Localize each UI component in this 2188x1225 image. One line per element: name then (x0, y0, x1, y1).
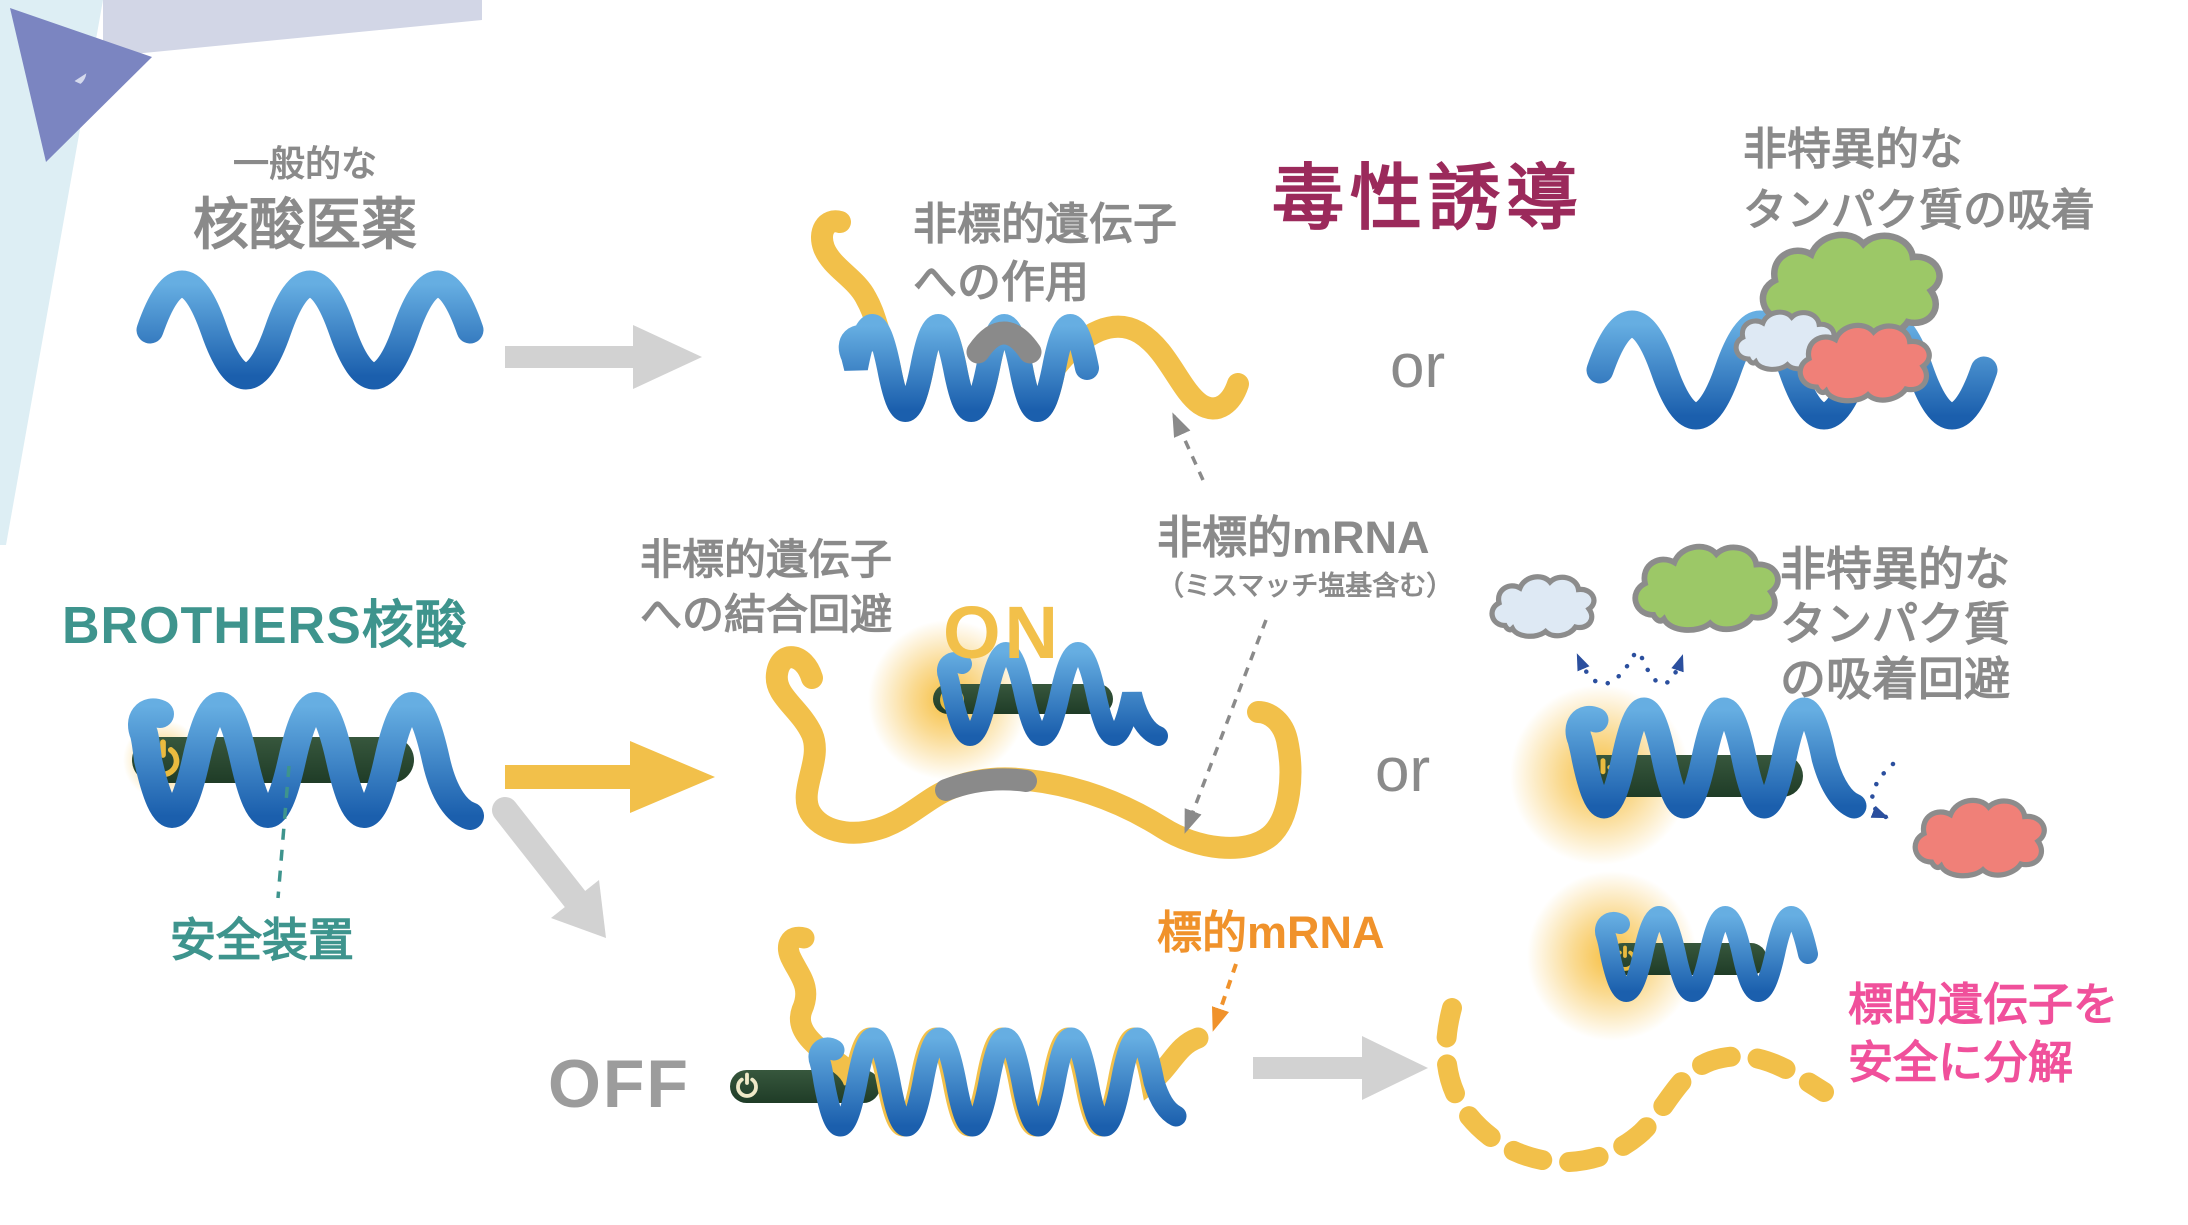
protein-blob-red (1800, 325, 1929, 400)
generic-drug-label-line1: 一般的な (232, 143, 377, 184)
off-state-label: OFF (548, 1046, 690, 1122)
arrow-right-yellow (505, 741, 715, 813)
adsorption-avoidance-molecule (1565, 697, 1867, 819)
or-separator-top: or (1390, 332, 1446, 401)
safe-degradation-molecule (1595, 906, 1818, 1002)
generic-drug-label-line2: 核酸医薬 (193, 192, 417, 256)
off-state-complex (730, 926, 1209, 1137)
avoid-adsorption-line2: タンパク質 (1780, 598, 2010, 651)
brothers-molecule (128, 692, 484, 830)
drug-strand-blue (808, 1027, 1187, 1137)
degraded-mrna-strand (1436, 998, 1834, 1172)
on-state-label: ON (943, 591, 1062, 674)
avoid-adsorption-label: 非特異的な タンパク質 の吸着回避 (1780, 542, 2010, 708)
on-state-molecule (933, 642, 1168, 746)
or-separator-middle: or (1375, 736, 1431, 805)
safety-device-label: 安全装置 (170, 914, 354, 966)
arrow-right-gray-bottom (1253, 1036, 1428, 1100)
drug-strand-blue (128, 692, 484, 830)
offtarget-action-label: 非標的遺伝子 への作用 (913, 196, 1177, 312)
avoid-binding-line1: 非標的遺伝子 (640, 536, 893, 583)
protein-blob-lightblue (1492, 577, 1594, 637)
arrow-right-gray-top (505, 325, 702, 389)
safe-degradation-line1: 標的遺伝子を (1848, 979, 2119, 1030)
offtarget-action-line2: への作用 (913, 258, 1089, 308)
offtarget-mrna-line2: （ミスマッチ塩基含む） (1157, 571, 1454, 602)
drug-strand-blue (1595, 906, 1818, 1002)
nonspecific-adsorption-line2: タンパク質の吸着 (1743, 185, 2095, 235)
safe-degradation-line2: 安全に分解 (1848, 1036, 2074, 1088)
offtarget-mrna-line1: 非標的mRNA (1157, 512, 1430, 563)
offtarget-action-line1: 非標的遺伝子 (913, 200, 1177, 249)
dashed-pointer-offtarget-top (1172, 412, 1205, 481)
avoid-binding-label: 非標的遺伝子 への結合回避 (640, 532, 892, 643)
offtarget-binding-complex (811, 210, 1249, 422)
arrow-diagonal-gray (492, 797, 606, 938)
offtarget-mrna-label: 非標的mRNA （ミスマッチ塩基含む） (1157, 508, 1453, 605)
target-mrna-label: 標的mRNA (1157, 907, 1385, 958)
nonspecific-adsorption-label: 非特異的な タンパク質の吸着 (1743, 120, 2095, 241)
safety-device-callout-line (276, 765, 291, 899)
avoid-adsorption-line1: 非特異的な (1780, 543, 2010, 595)
corner-decoration (0, 0, 482, 545)
avoid-adsorption-line3: の吸着回避 (1780, 653, 2010, 706)
generic-drug-label: 一般的な 核酸医薬 (160, 140, 450, 261)
mismatch-base (966, 321, 1042, 364)
toxicity-title: 毒性誘導 (1272, 159, 1585, 239)
nonspecific-adsorption-complex (1586, 235, 1998, 430)
protein-blob-green (1635, 547, 1778, 630)
drug-strand-blue (937, 642, 1168, 746)
bounce-arrow-green (1639, 654, 1685, 686)
dashed-pointer-offtarget-bottom (1184, 619, 1268, 834)
avoid-binding-line2: への結合回避 (640, 591, 893, 639)
mismatch-base (935, 768, 1037, 801)
avoided-mrna-strand (765, 646, 1302, 859)
protein-blob-red (1915, 800, 2044, 875)
brothers-title: BROTHERS核酸 (62, 597, 468, 655)
generic-drug-strand (136, 270, 484, 390)
drug-strand-blue (838, 314, 1099, 422)
safe-degradation-label: 標的遺伝子を 安全に分解 (1848, 976, 2118, 1091)
bounce-arrow-lightblue (1575, 652, 1637, 686)
drug-strand-blue (1565, 697, 1867, 819)
dashed-pointer-target-mrna (1211, 963, 1238, 1032)
nonspecific-adsorption-line1: 非特異的な (1743, 125, 1963, 174)
bounce-arrow-red (1870, 761, 1896, 820)
